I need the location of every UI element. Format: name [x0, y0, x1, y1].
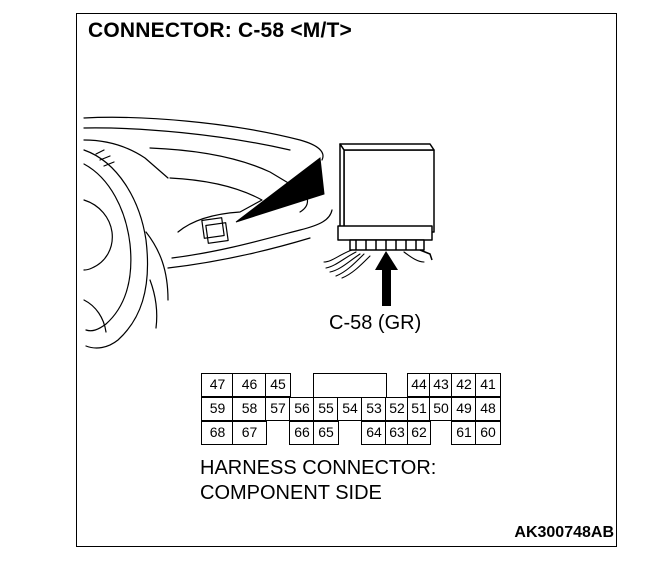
pin-cell: 54 [337, 397, 363, 421]
pin-cell: 42 [451, 373, 477, 397]
reference-code: AK300748AB [514, 524, 614, 541]
pin-cell: 52 [385, 397, 409, 421]
pin-cell: 62 [407, 421, 431, 445]
pin-cell: 57 [265, 397, 291, 421]
pin-cell: 55 [313, 397, 339, 421]
pin-cell: 51 [407, 397, 431, 421]
pin-slot-gap [313, 373, 387, 397]
steering-column [145, 231, 169, 301]
dash-left-curve [83, 299, 107, 333]
pin-cell: 58 [232, 397, 267, 421]
pin-cell: 47 [201, 373, 234, 397]
module-connector-teeth [355, 240, 417, 250]
pin-cell: 63 [385, 421, 409, 445]
steering-wheel-outer [83, 149, 149, 349]
pin-cell: 50 [429, 397, 453, 421]
pin-cell: 59 [201, 397, 234, 421]
dash-panel-face [169, 177, 263, 233]
pin-cell: 64 [361, 421, 387, 445]
module-connector-row [349, 239, 425, 251]
harness-caption-line1: HARNESS CONNECTOR: [200, 457, 437, 479]
pin-cell: 48 [475, 397, 501, 421]
dash-outline-upper [83, 127, 291, 151]
wire-harness-3 [329, 253, 361, 273]
location-box [201, 217, 225, 239]
wire-harness-6 [403, 251, 425, 263]
dash-outline-top [83, 116, 324, 161]
vent-lines [95, 149, 115, 167]
pin-cell: 66 [289, 421, 315, 445]
pin-cell: 61 [451, 421, 477, 445]
harness-caption: HARNESS CONNECTOR: COMPONENT SIDE [200, 456, 436, 506]
dash-lower-sweep [171, 209, 333, 259]
harness-caption-line2: COMPONENT SIDE [200, 482, 382, 504]
steering-hub [83, 199, 113, 271]
pin-layout-table: 47 46 45 44 43 42 41 59 58 57 56 55 54 5… [201, 373, 503, 445]
module-top-face [339, 143, 435, 151]
location-box-inner [205, 222, 229, 244]
diagram-title: CONNECTOR: C-58 <M/T> [88, 19, 353, 42]
pin-cell: 45 [265, 373, 291, 397]
connector-label: C-58 (GR) [329, 312, 422, 334]
module-base [337, 225, 433, 241]
pin-cell: 68 [201, 421, 234, 445]
wire-harness-5 [341, 255, 371, 279]
pin-cell: 44 [407, 373, 431, 397]
pointer-arrow [375, 251, 398, 306]
dash-panel-line [149, 147, 309, 213]
pin-cell: 41 [475, 373, 501, 397]
wire-harness-2 [325, 251, 357, 269]
module-body [343, 149, 435, 233]
wire-harness-1 [323, 249, 353, 263]
dash-lower-line2 [167, 237, 311, 269]
pin-cell: 46 [232, 373, 267, 397]
pin-cell: 65 [313, 421, 339, 445]
module-left-face [339, 143, 345, 233]
dash-panel-top [83, 139, 169, 179]
diagram-frame [76, 13, 617, 547]
pin-cell: 43 [429, 373, 453, 397]
pin-cell: 60 [475, 421, 501, 445]
pin-cell: 56 [289, 397, 315, 421]
module-right-pins [419, 249, 433, 261]
steering-wheel-inner [83, 163, 132, 332]
pointer-wedge [235, 157, 325, 223]
pin-cell: 53 [361, 397, 387, 421]
dash-lower-curve [149, 279, 158, 329]
pin-cell: 49 [451, 397, 477, 421]
wire-harness-4 [335, 253, 365, 277]
pin-cell: 67 [232, 421, 267, 445]
